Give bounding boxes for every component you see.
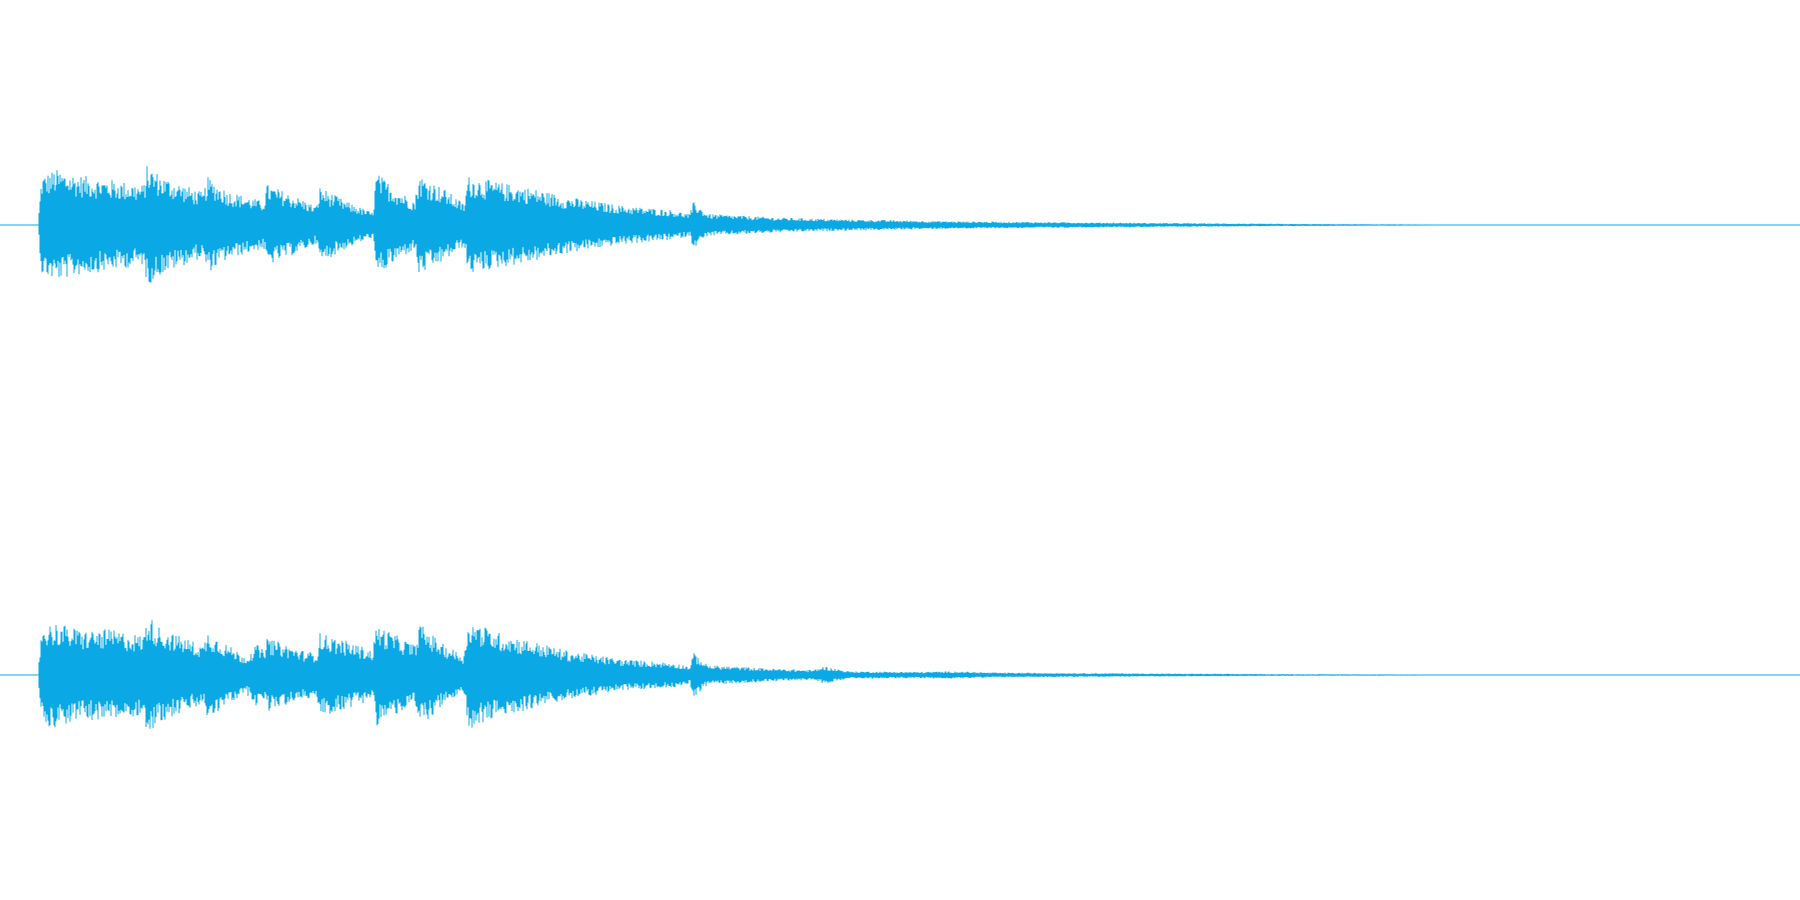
waveform-channel-left <box>0 166 1800 283</box>
channel-waveform <box>38 166 1747 283</box>
channel-waveform <box>38 620 1757 729</box>
waveform-channel-right <box>0 620 1800 729</box>
